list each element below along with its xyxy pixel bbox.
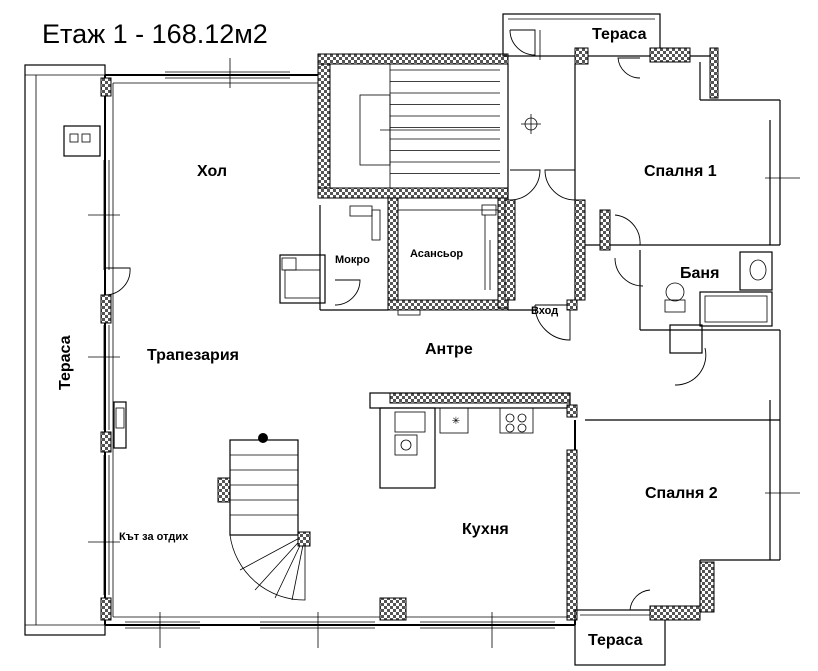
terrace-label-top: Тераса <box>592 26 647 43</box>
wall-block <box>100 431 112 453</box>
room-label-hol: Хол <box>197 163 227 180</box>
corridor-door-right <box>544 169 576 201</box>
bottom-windows <box>125 612 555 648</box>
stair-treads <box>390 69 500 174</box>
wall-block <box>100 597 112 621</box>
entrance-door <box>534 304 571 341</box>
fireplace <box>63 125 101 157</box>
room-label-spalnya-1: Спалня 1 <box>644 163 717 180</box>
room-label-asansyor: Асансьор <box>410 248 463 260</box>
floor-title: Етаж 1 - 168.12м2 <box>42 19 268 49</box>
room-label-banya: Баня <box>680 265 719 282</box>
corridor-walls <box>504 30 586 311</box>
left-windows <box>88 160 120 595</box>
room-label-antre: Антре <box>425 341 473 358</box>
wall-block <box>100 294 112 324</box>
room-label-spalnya-2: Спалня 2 <box>645 485 718 502</box>
snowflake-icon: ✳ <box>452 416 460 427</box>
wall-block <box>217 477 231 503</box>
room-label-kat-za-otdih: Кът за отдих <box>119 531 189 543</box>
corridor-door-left <box>509 169 541 201</box>
wall-block <box>379 597 407 621</box>
wall-block <box>100 77 112 97</box>
bottom-terrace <box>574 589 701 666</box>
outer-walls <box>104 74 576 626</box>
kitchen-counters: ✳ <box>369 392 578 489</box>
right-wing-walls <box>566 47 800 621</box>
bathroom-fixtures <box>614 251 773 386</box>
wall-device <box>113 401 127 449</box>
ceiling-light-icon <box>521 114 541 134</box>
top-window <box>165 58 290 88</box>
room-label-trapezaria: Трапезария <box>147 347 239 364</box>
stair-core <box>317 53 509 199</box>
room-label-vhod: Вход <box>531 305 558 317</box>
spiral-staircase <box>229 433 311 601</box>
room-label-kuhnya: Кухня <box>462 521 509 538</box>
left-door <box>104 267 131 296</box>
terrace-label-bottom: Тераса <box>588 632 643 649</box>
washer-unit <box>279 254 326 304</box>
room-label-mokro: Мокро <box>335 254 370 266</box>
terrace-label-left: Тераса <box>57 335 74 390</box>
top-terrace <box>502 13 691 79</box>
